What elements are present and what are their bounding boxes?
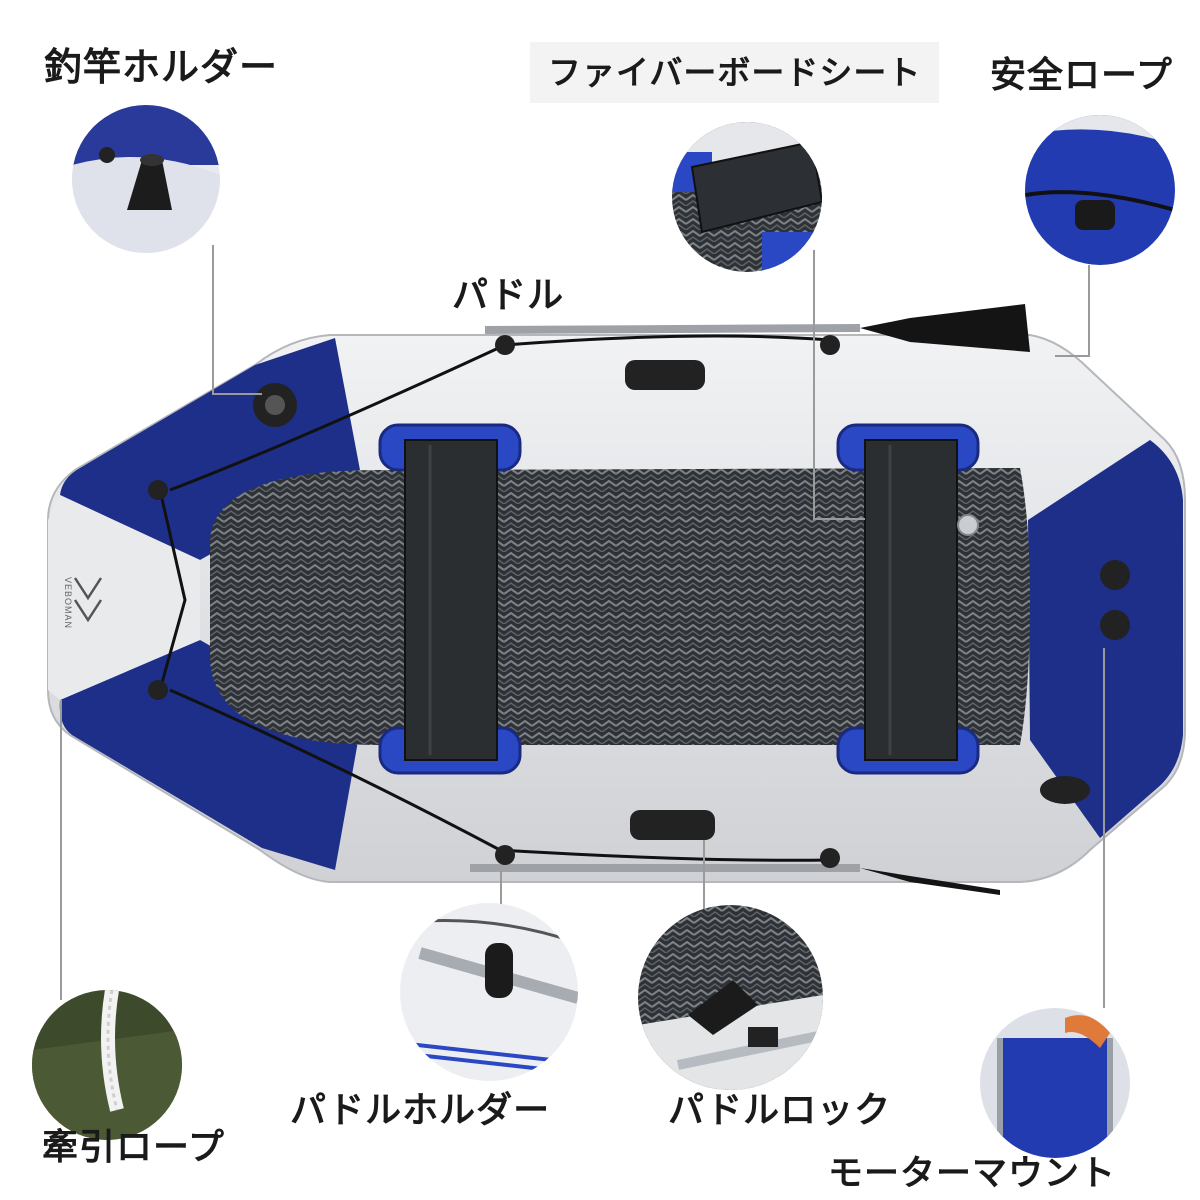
callout-line-motor-mount xyxy=(1103,648,1105,1008)
label-tow-rope: 牽引ロープ xyxy=(42,1127,225,1168)
callout-line-tow-rope xyxy=(60,700,62,1000)
detail-circle-paddle-holder xyxy=(400,903,578,1081)
label-rod-holder: 釣竿ホルダー xyxy=(44,45,279,89)
label-motor-mount: モーターマウント xyxy=(828,1154,1117,1194)
paddle-blade-top xyxy=(860,304,1030,352)
brand-mark-text: VEBOMAN xyxy=(63,576,74,630)
callout-line-safety-rope xyxy=(1088,265,1090,357)
paddle-blade-bottom xyxy=(860,868,1000,895)
callout-line-paddle-lock xyxy=(703,840,705,920)
callout-line-fiber-seat xyxy=(813,250,815,520)
callout-line-fiber-seat-h xyxy=(813,518,865,520)
callout-line-safety-rope-h xyxy=(1055,355,1090,357)
detail-circle-rod-holder xyxy=(72,105,220,253)
seat-rear xyxy=(864,439,958,761)
seat-front xyxy=(404,439,498,761)
detail-circle-safety-rope xyxy=(1025,115,1175,265)
detail-circle-motor-mount xyxy=(980,1008,1130,1158)
detail-circle-tow-rope xyxy=(32,990,182,1140)
callout-line-paddle-holder xyxy=(500,870,502,910)
label-safety-rope: 安全ロープ xyxy=(990,55,1173,96)
bow-tip xyxy=(48,495,200,700)
label-paddle: パドル xyxy=(452,275,565,316)
stern-panel xyxy=(1028,440,1183,838)
detail-circle-fiber-seat xyxy=(672,122,822,272)
label-paddle-holder: パドルホルダー xyxy=(290,1090,551,1131)
label-paddle-lock: パドルロック xyxy=(668,1090,892,1131)
callout-line-rod-holder xyxy=(212,245,214,395)
label-fiber-board-seat: ファイバーボードシート xyxy=(530,42,940,103)
detail-circle-paddle-lock xyxy=(638,905,823,1090)
callout-line-rod-holder-h xyxy=(212,393,262,395)
